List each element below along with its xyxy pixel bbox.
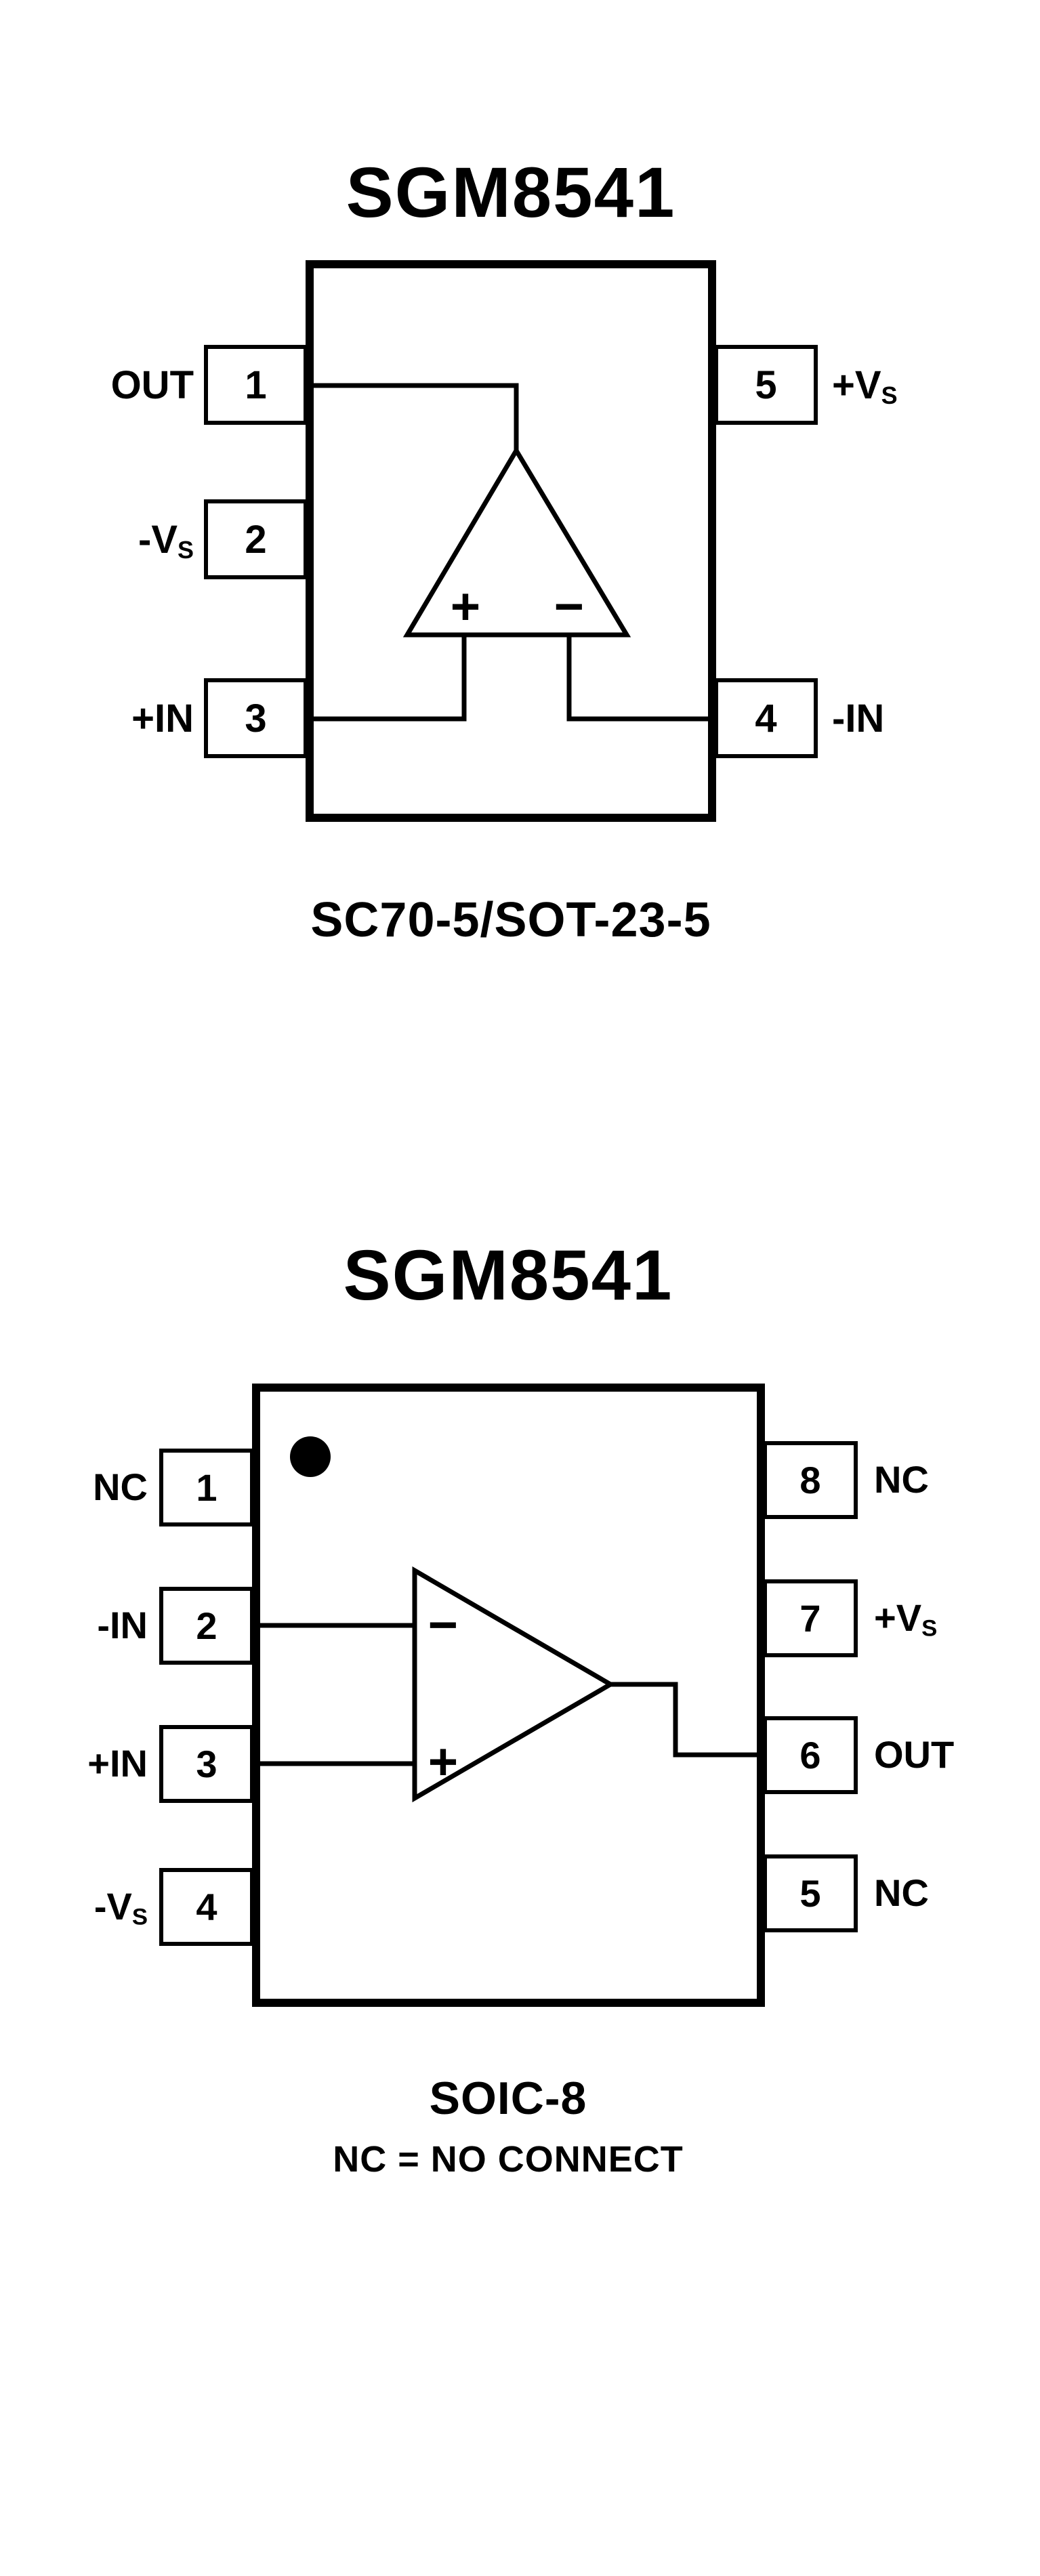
- d2-pin4-number: 4: [196, 1886, 217, 1928]
- d2-label-posvs-text: +V: [874, 1596, 922, 1639]
- d1-pin2-number: 2: [245, 517, 267, 562]
- d1-opamp-triangle: [402, 446, 631, 638]
- d2-label-nc1: NC: [93, 1468, 148, 1510]
- d2-out-wire: [610, 1682, 765, 1758]
- d1-label-out: OUT: [111, 366, 194, 408]
- d1-label-posvs-sub: S: [881, 381, 898, 409]
- d2-pin7-box: 7: [763, 1579, 858, 1657]
- d1-package-caption: SC70-5/SOT-23-5: [310, 893, 711, 947]
- d2-pin5-number: 5: [799, 1872, 821, 1915]
- d2-plus-sign: +: [428, 1733, 459, 1791]
- d2-label-negvs-sub: S: [131, 1904, 148, 1930]
- d2-pin3-box: 3: [159, 1725, 254, 1803]
- d2-label-nc1-text: NC: [93, 1466, 148, 1508]
- d1-label-posvs: +VS: [832, 366, 898, 408]
- d2-label-negvs: -VS: [94, 1888, 148, 1929]
- d2-label-nc8: NC: [874, 1461, 929, 1502]
- d2-pin5-box: 5: [763, 1854, 858, 1932]
- d2-label-nc5: NC: [874, 1874, 929, 1915]
- d1-label-negvs: -VS: [138, 520, 194, 562]
- d2-minus-sign: −: [428, 1596, 459, 1654]
- d1-pin1-box: 1: [204, 345, 308, 425]
- d2-opamp-circuit: [252, 1436, 765, 1803]
- d2-label-negin-text: -IN: [97, 1604, 148, 1646]
- d1-label-posvs-text: +V: [832, 363, 881, 407]
- diagram2-title: SGM8541: [343, 1236, 673, 1315]
- d2-pin8-number: 8: [799, 1459, 821, 1501]
- d1-minus-sign: −: [554, 578, 585, 636]
- d2-pin6-number: 6: [799, 1734, 821, 1777]
- d2-label-out-text: OUT: [874, 1733, 955, 1776]
- d2-label-nc5-text: NC: [874, 1871, 929, 1914]
- d1-pin4-box: 4: [714, 678, 818, 758]
- d1-plus-sign: +: [450, 578, 481, 636]
- d2-opamp-triangle: [412, 1566, 615, 1803]
- d1-pin5-box: 5: [714, 345, 818, 425]
- d2-nc-note: NC = NO CONNECT: [333, 2139, 684, 2180]
- d1-label-posin-text: +IN: [131, 697, 194, 741]
- d1-pin2-box: 2: [204, 499, 308, 579]
- d2-package-caption: SOIC-8: [429, 2073, 587, 2124]
- d2-pin7-number: 7: [799, 1597, 821, 1640]
- d1-label-negvs-text: -V: [138, 518, 178, 562]
- d1-plus-input-wire: [306, 635, 467, 722]
- d2-pin1-indicator-dot: [290, 1436, 331, 1477]
- d2-pin2-box: 2: [159, 1587, 254, 1665]
- d2-pin2-number: 2: [196, 1604, 217, 1647]
- d1-pin3-box: 3: [204, 678, 308, 758]
- d2-label-negvs-text: -V: [93, 1885, 132, 1928]
- d2-label-posin-text: +IN: [87, 1742, 148, 1785]
- d2-pin4-box: 4: [159, 1868, 254, 1946]
- d1-label-negvs-sub: S: [178, 535, 194, 564]
- d2-label-nc8-text: NC: [874, 1458, 929, 1501]
- d1-opamp-circuit: [306, 383, 716, 722]
- d1-pin3-number: 3: [245, 696, 267, 741]
- diagram1-title: SGM8541: [346, 153, 676, 232]
- d1-label-out-text: OUT: [110, 363, 194, 407]
- d1-pin4-number: 4: [755, 696, 777, 741]
- d1-pin1-number: 1: [245, 362, 267, 407]
- d2-pin3-number: 3: [196, 1743, 217, 1785]
- d1-out-wire: [306, 383, 519, 451]
- d2-label-posin: +IN: [87, 1745, 148, 1786]
- d2-pin1-box: 1: [159, 1449, 254, 1526]
- d1-pin5-number: 5: [755, 362, 777, 407]
- d2-label-posvs: +VS: [874, 1599, 937, 1640]
- d2-label-out: OUT: [874, 1736, 954, 1777]
- d1-label-posin: +IN: [131, 699, 194, 741]
- d2-pin8-box: 8: [763, 1441, 858, 1519]
- d2-pin6-box: 6: [763, 1716, 858, 1794]
- d2-pin1-number: 1: [196, 1466, 217, 1509]
- d1-minus-input-wire: [566, 635, 716, 722]
- d2-label-negin: -IN: [97, 1606, 148, 1648]
- d1-label-negin-text: -IN: [832, 697, 885, 741]
- d1-label-negin: -IN: [832, 699, 884, 741]
- d2-label-posvs-sub: S: [921, 1615, 938, 1642]
